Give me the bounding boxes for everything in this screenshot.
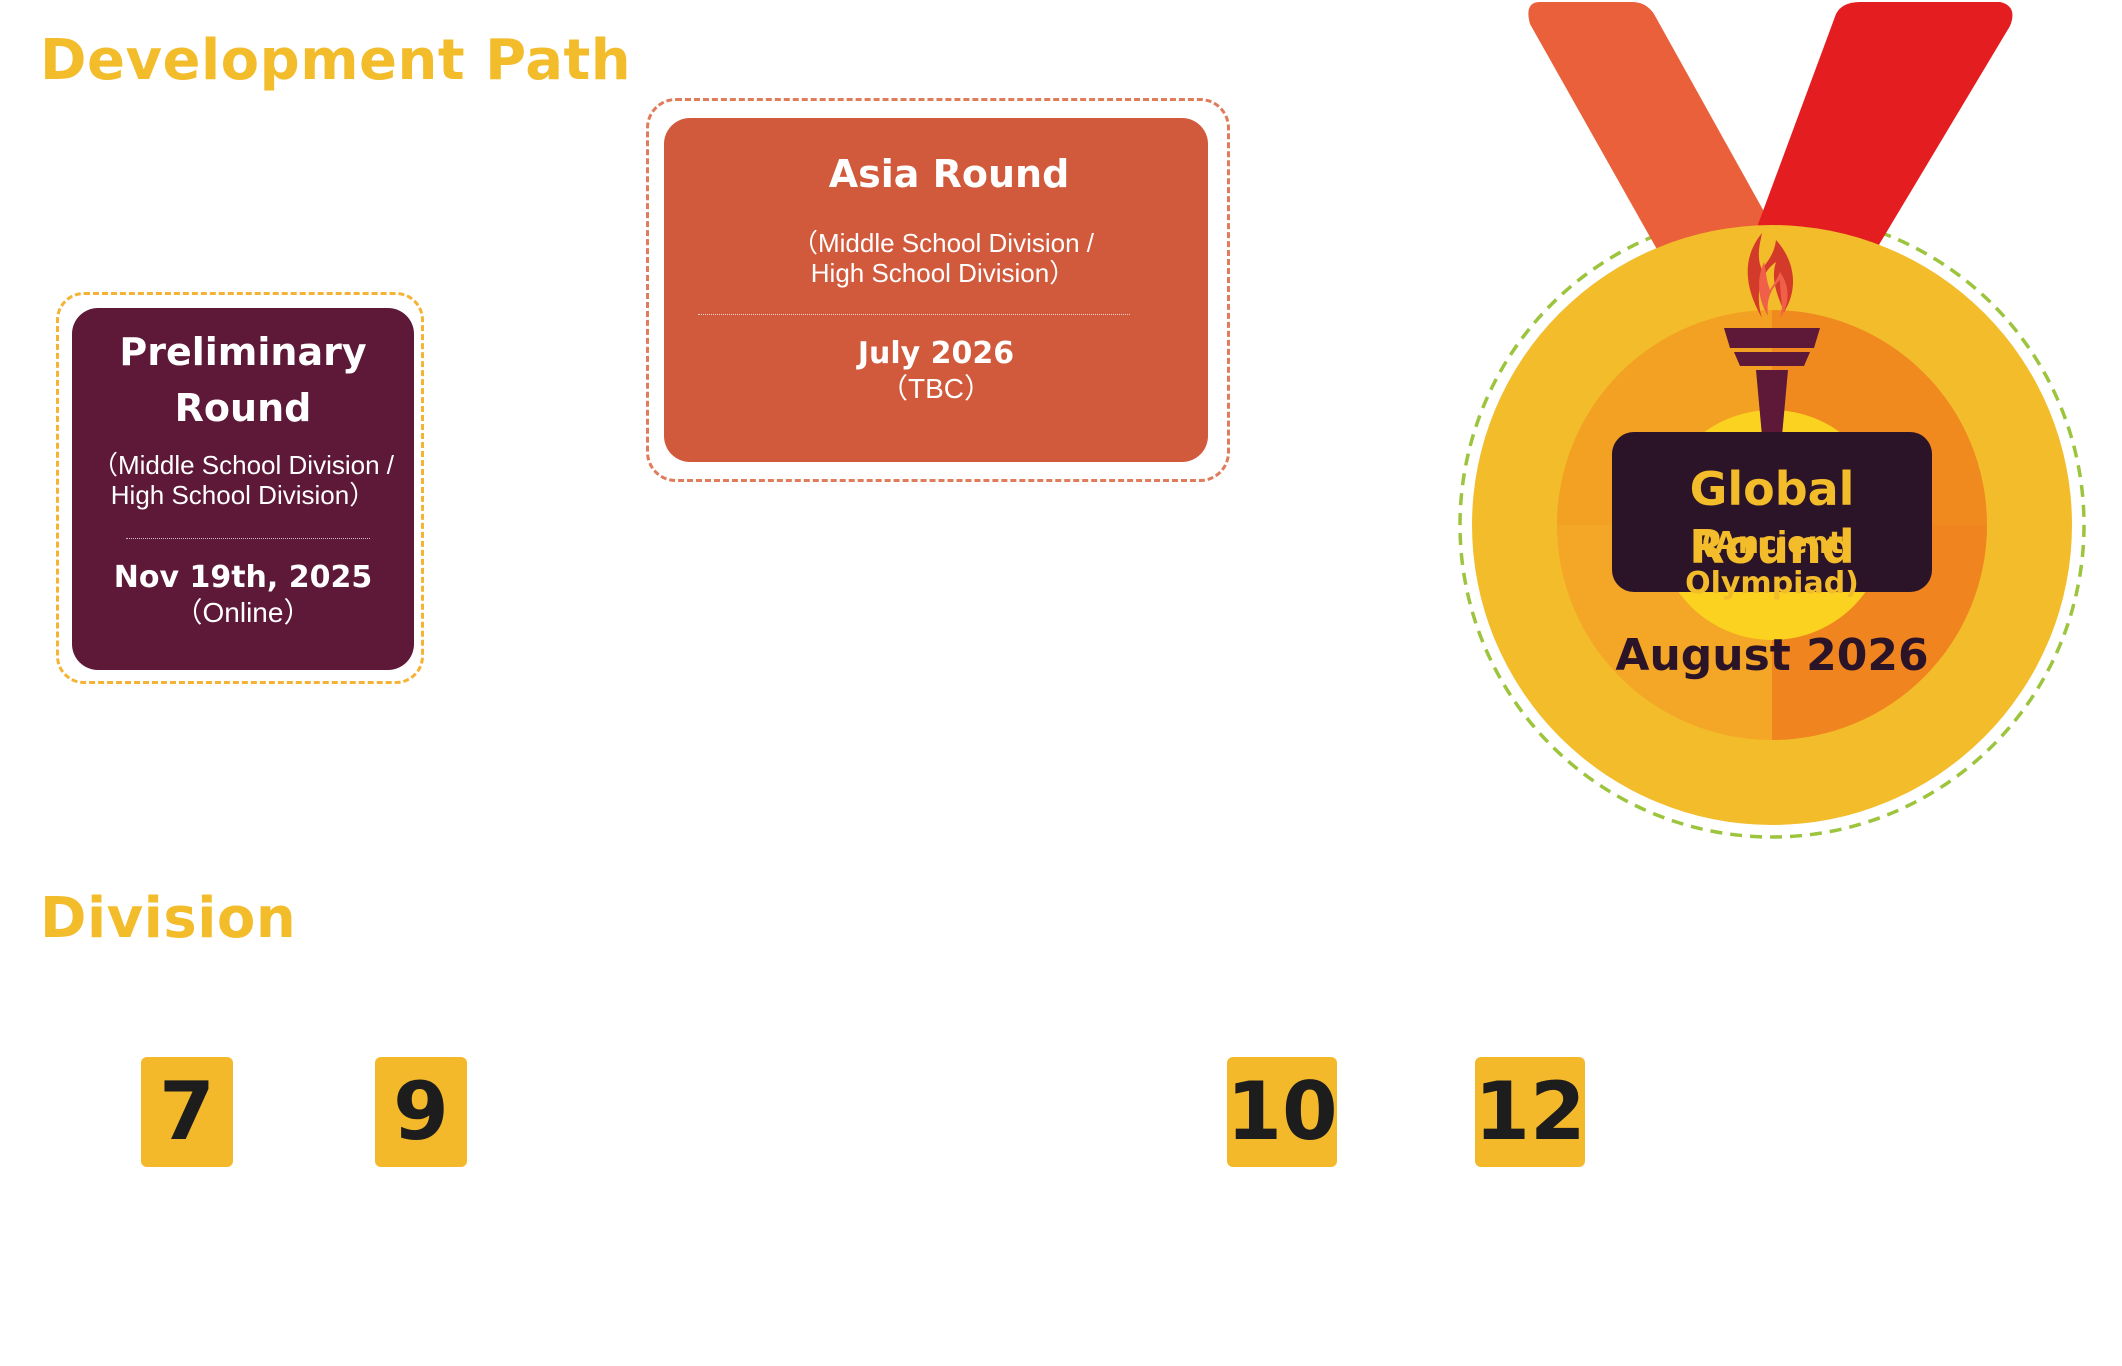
division-title: Division bbox=[40, 886, 297, 951]
asia-division-line1: （Middle School Division / bbox=[791, 228, 1094, 258]
asia-round-card: Asia Round （Middle School Division / Hig… bbox=[664, 118, 1208, 462]
global-round-date: August 2026 bbox=[1615, 630, 1929, 681]
asia-round-title: Asia Round bbox=[828, 152, 1070, 196]
preliminary-note: （Online） bbox=[174, 597, 312, 628]
preliminary-divider bbox=[126, 538, 370, 539]
preliminary-date: Nov 19th, 2025 bbox=[113, 560, 373, 595]
preliminary-round-frame bbox=[56, 292, 424, 684]
global-round-title: Global Round bbox=[1689, 462, 1855, 574]
global-round-subtitle: (Ancient Olympiad) bbox=[1685, 526, 1859, 601]
preliminary-round-title: Preliminary bbox=[119, 330, 367, 374]
asia-division-line2: High School Division） bbox=[810, 258, 1076, 288]
grade-badge-7: 7 bbox=[141, 1057, 233, 1167]
grade-badge-12: 12 bbox=[1474, 1057, 1586, 1167]
grade-badge-9: 9 bbox=[375, 1057, 467, 1167]
preliminary-division-line2: High School Division） bbox=[110, 480, 376, 510]
asia-round-frame bbox=[646, 98, 1230, 482]
preliminary-round-title-line2: Round bbox=[174, 386, 312, 430]
preliminary-division-line1: （Middle School Division / bbox=[91, 450, 394, 480]
asia-divider bbox=[698, 314, 1130, 315]
asia-note: （TBC） bbox=[879, 373, 992, 404]
development-path-title: Development Path bbox=[40, 28, 632, 93]
global-round-label-box bbox=[1612, 432, 1932, 592]
grade-badge-10: 10 bbox=[1226, 1057, 1338, 1167]
torch-icon bbox=[1724, 233, 1820, 436]
asia-date: July 2026 bbox=[857, 336, 1015, 371]
global-round-medal bbox=[1458, 2, 2086, 839]
preliminary-round-card: Preliminary Round （Middle School Divisio… bbox=[72, 308, 414, 670]
